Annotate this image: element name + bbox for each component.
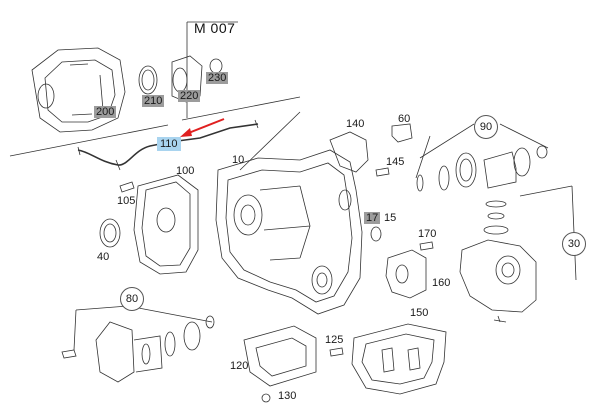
flange-90 <box>483 151 517 189</box>
transfer-case-10 <box>215 149 363 315</box>
label-105[interactable]: 105 <box>117 195 136 207</box>
label-100[interactable]: 100 <box>176 165 195 177</box>
label-170[interactable]: 170 <box>418 228 437 240</box>
ring-230 <box>209 58 223 74</box>
inset-frame <box>186 21 238 118</box>
label-90[interactable]: 90 <box>474 115 498 139</box>
skid-plate-150 <box>351 323 447 395</box>
label-125[interactable]: 125 <box>325 334 344 346</box>
bracket-140 <box>329 131 369 173</box>
label-40[interactable]: 40 <box>97 251 110 263</box>
tube-110 <box>77 123 259 166</box>
inset-title: M 007 <box>194 20 236 36</box>
label-130[interactable]: 130 <box>278 390 297 402</box>
housing-200 <box>31 47 126 133</box>
label-110-highlighted[interactable]: 110 <box>157 137 181 151</box>
label-10[interactable]: 10 <box>232 154 245 166</box>
actuator-160 <box>385 249 427 299</box>
label-230[interactable]: 230 <box>206 72 229 84</box>
label-15[interactable]: 15 <box>384 212 397 224</box>
control-unit-30 <box>459 239 537 313</box>
pointer-arrow-head <box>180 128 192 137</box>
ring-15 <box>370 226 382 242</box>
label-160[interactable]: 160 <box>432 277 451 289</box>
output-80 <box>95 321 135 383</box>
label-150[interactable]: 150 <box>410 307 429 319</box>
label-30[interactable]: 30 <box>562 232 586 256</box>
label-200[interactable]: 200 <box>94 106 117 118</box>
gasket-100 <box>133 174 199 275</box>
label-60[interactable]: 60 <box>398 113 411 125</box>
ring-210 <box>138 65 158 95</box>
label-210[interactable]: 210 <box>142 95 165 107</box>
label-17[interactable]: 17 <box>364 212 381 224</box>
seal-90 <box>455 152 477 188</box>
seal-40 <box>99 218 121 248</box>
label-120[interactable]: 120 <box>230 360 249 372</box>
bolt-105 <box>119 181 135 193</box>
label-80[interactable]: 80 <box>120 287 144 311</box>
label-145[interactable]: 145 <box>386 156 405 168</box>
label-140[interactable]: 140 <box>346 118 365 130</box>
label-220[interactable]: 220 <box>178 90 201 102</box>
bracket-120 <box>243 325 317 387</box>
pointer-arrow <box>185 118 225 135</box>
sensor-60 <box>391 123 413 143</box>
